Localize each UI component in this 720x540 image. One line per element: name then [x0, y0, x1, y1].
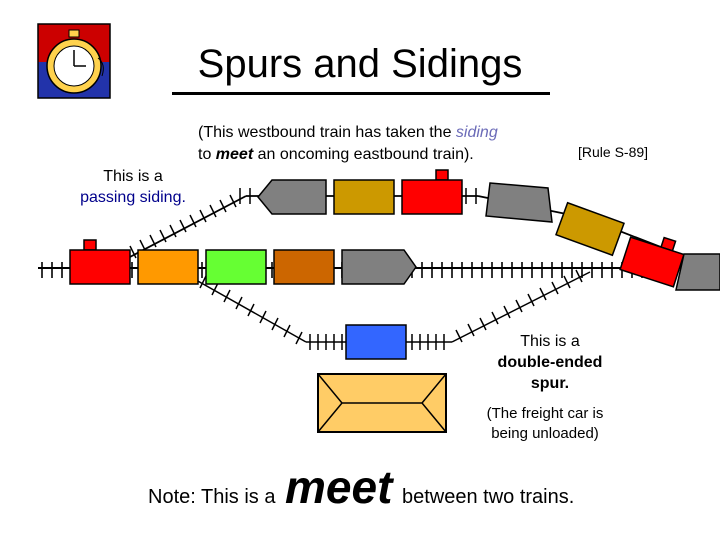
spur-label-line2: double-ended — [497, 354, 603, 371]
footer-meet: meet — [285, 461, 393, 513]
car-partial-gray — [675, 253, 720, 291]
footer-note: Note: This is a meet between two trains. — [148, 462, 574, 522]
rule-reference: [Rule S-89] — [578, 144, 649, 160]
footer-prefix: Note: This is a — [148, 486, 276, 508]
freight-car-gold — [333, 179, 395, 215]
note-part2: to — [198, 146, 216, 163]
locomotive-eastbound — [341, 249, 417, 285]
passing-label-line2: passing siding. — [80, 189, 186, 206]
freight-car-gray-tilted — [485, 182, 553, 223]
note-part1: (This westbound train has taken the — [198, 124, 456, 141]
unloading-line1: (The freight car is — [486, 405, 604, 422]
siding-note: (This westbound train has taken the sidi… — [198, 122, 498, 166]
caboose-eastbound — [69, 239, 131, 285]
page-title: Spurs and Sidings — [197, 42, 523, 86]
passing-label-line1: This is a — [103, 168, 163, 185]
unloading-line2: being unloaded) — [491, 425, 599, 442]
unloading-note: (The freight car is being unloaded) — [460, 404, 630, 444]
spur-car — [317, 324, 447, 433]
eastbound-train — [69, 239, 417, 285]
freight-car-gold-tilted — [555, 201, 625, 257]
spur-label: This is a double-ended spur. — [470, 331, 630, 394]
locomotive-westbound — [257, 179, 327, 215]
spur-track — [195, 269, 591, 350]
meet-word: meet — [215, 146, 254, 163]
note-part3: an oncoming eastbound train). — [253, 146, 474, 163]
footer-suffix: between two trains. — [401, 486, 575, 508]
freight-car-green — [205, 249, 267, 285]
spur-label-line1: This is a — [520, 333, 580, 350]
passing-siding-label: This is a passing siding. — [58, 166, 208, 208]
caboose-tilted — [619, 236, 685, 288]
freight-car-orange — [137, 249, 199, 285]
title-underline — [172, 92, 550, 95]
caboose-westbound — [401, 169, 463, 215]
stopwatch-icon — [37, 23, 111, 99]
westbound-train — [257, 169, 720, 291]
spur-label-line3: spur. — [530, 375, 570, 392]
freight-car-blue — [345, 324, 407, 360]
siding-word: siding — [455, 124, 498, 141]
freight-car-rust — [273, 249, 335, 285]
